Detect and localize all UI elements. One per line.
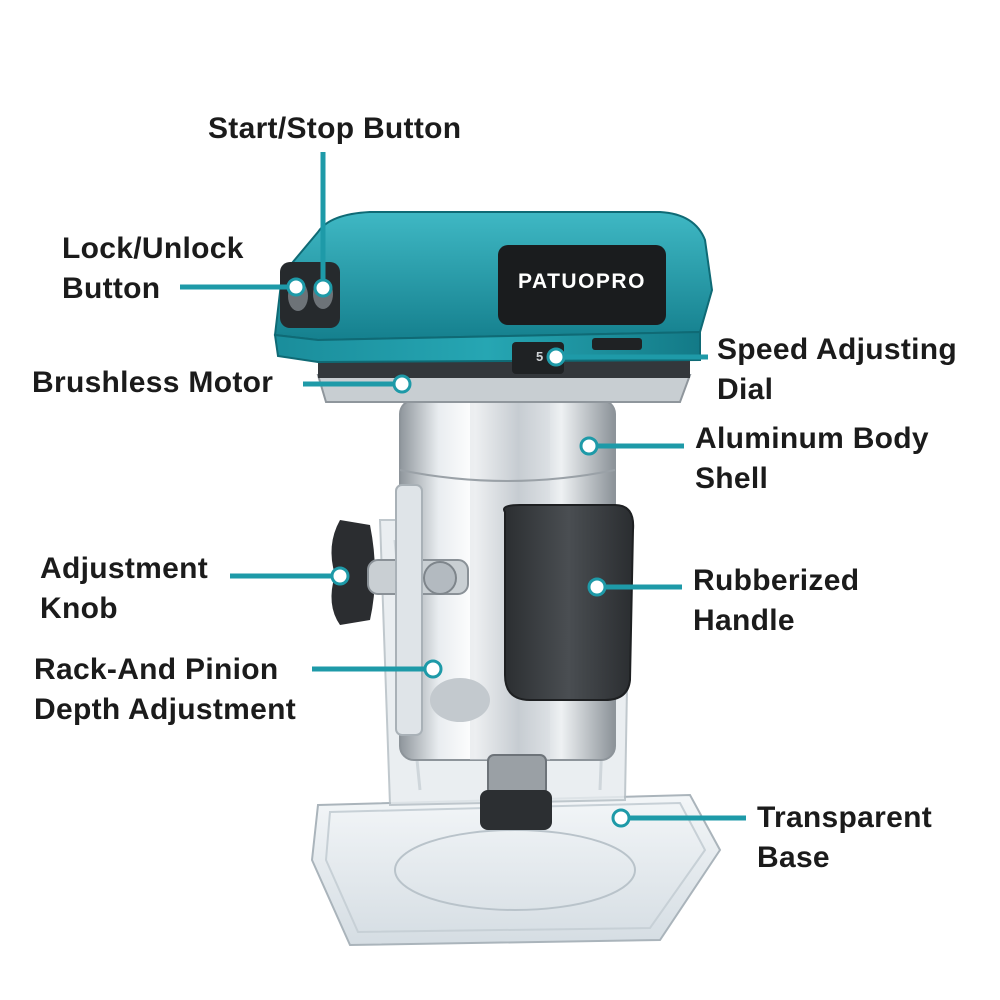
label-brushless-motor: Brushless Motor [32, 366, 274, 399]
marker-brushless-motor [392, 374, 412, 394]
marker-speed-dial [546, 347, 566, 367]
marker-transparent-base [611, 808, 631, 828]
label-lock-unlock: Lock/Unlock Button [62, 232, 244, 305]
label-adjustment-knob: Adjustment Knob [40, 552, 208, 625]
rack-and-pinion [395, 484, 423, 736]
label-aluminum-shell: Aluminum Body Shell [695, 422, 929, 495]
speed-dial-mark: 5 [536, 349, 544, 364]
marker-adjustment-knob [330, 566, 350, 586]
label-start-stop: Start/Stop Button [208, 112, 462, 145]
label-rack-pinion: Rack-And Pinion Depth Adjustment [34, 653, 297, 726]
label-rubber-handle: Rubberized Handle [693, 564, 860, 637]
marker-rubber-handle [587, 577, 607, 597]
rubberized-handle [503, 504, 635, 701]
label-speed-dial: Speed Adjusting Dial [717, 333, 958, 406]
callout-markers [286, 277, 631, 828]
leader-lines [180, 152, 746, 821]
marker-rack-pinion [423, 659, 443, 679]
collet-nut [480, 754, 552, 830]
marker-lock-unlock [286, 277, 306, 297]
label-transparent-base: Transparent Base [757, 801, 933, 874]
marker-aluminum-shell [579, 436, 599, 456]
brand-logo-text: PATUOPRO [518, 270, 646, 293]
motor-collar [316, 358, 692, 403]
marker-start-stop [313, 278, 333, 298]
